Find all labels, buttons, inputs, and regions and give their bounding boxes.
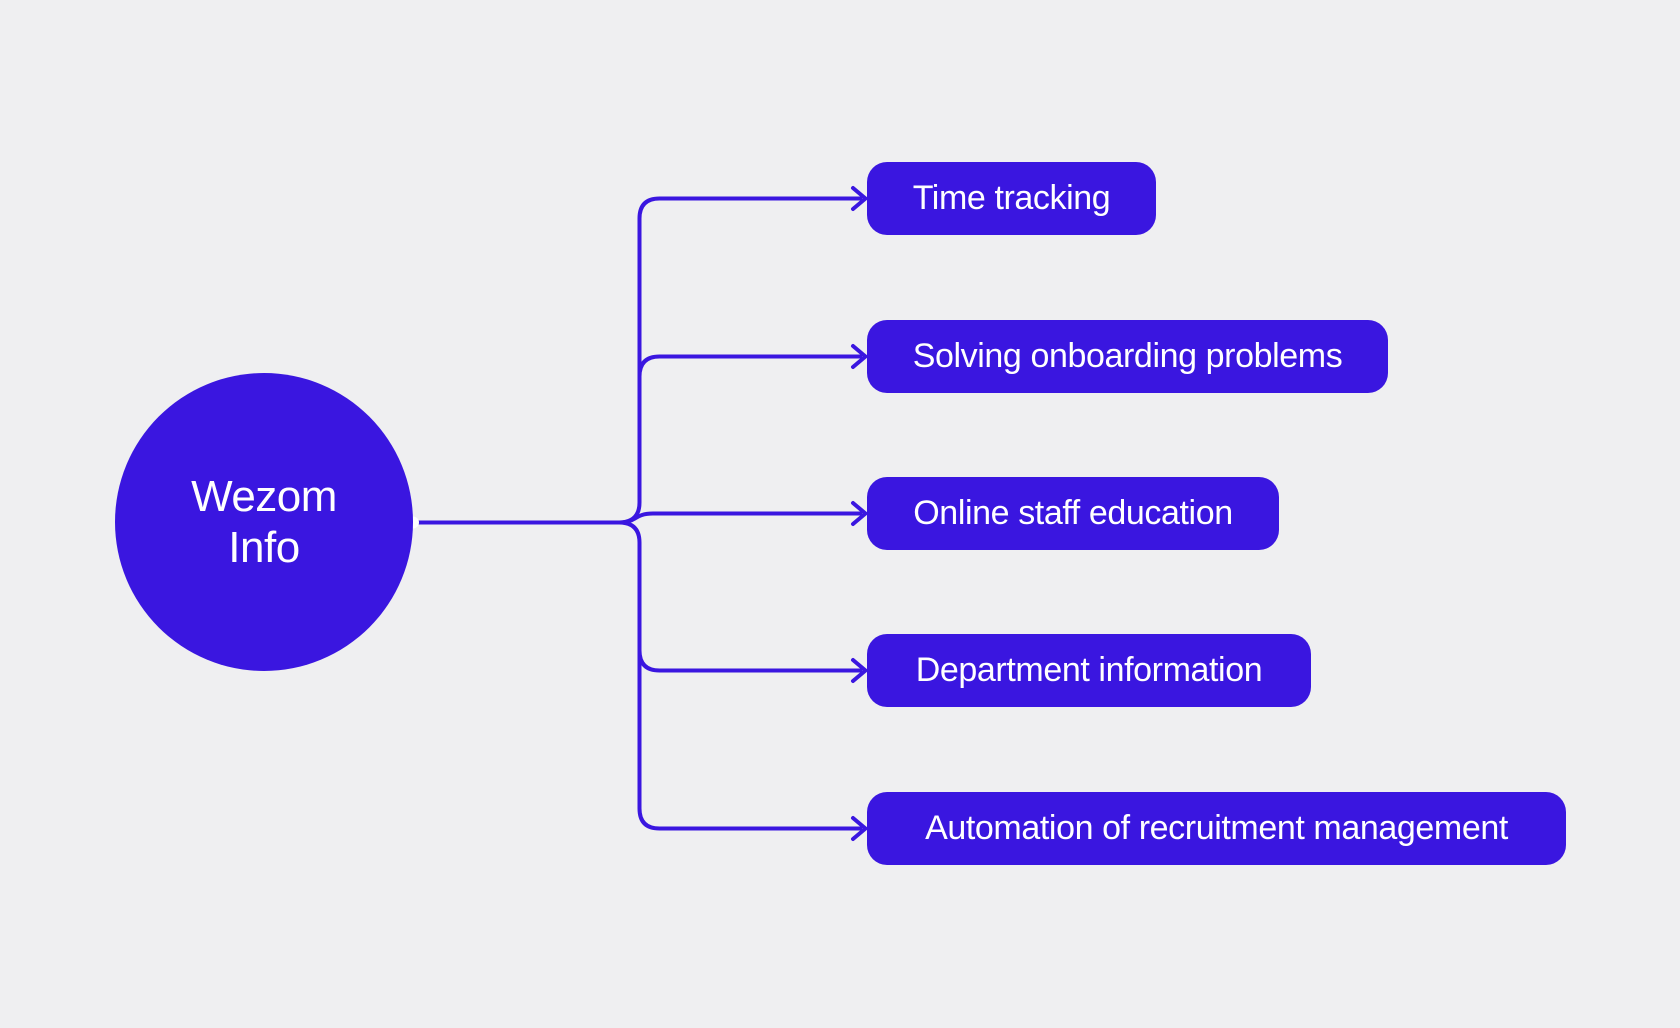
arrowhead-icon <box>851 186 868 211</box>
branch-node-label: Time tracking <box>912 179 1111 217</box>
branch-node-automation-of-recruitment-management[interactable]: Automation of recruitment management <box>867 792 1566 865</box>
branch-node-solving-onboarding-problems[interactable]: Solving onboarding problems <box>867 320 1388 393</box>
branch-node-label: Automation of recruitment management <box>925 809 1508 847</box>
branch-node-label: Online staff education <box>913 494 1233 532</box>
connector-branch-3 <box>619 511 862 525</box>
connector-branch-1 <box>618 196 862 525</box>
connector-branch-2 <box>637 354 862 377</box>
arrowhead-icon <box>851 658 868 683</box>
arrowhead-icon <box>851 344 868 369</box>
arrowhead-icon <box>851 501 868 526</box>
branch-node-label: Department information <box>915 651 1263 689</box>
branch-node-department-information[interactable]: Department information <box>867 634 1311 707</box>
root-node-label: Wezom Info <box>191 472 337 572</box>
branch-node-time-tracking[interactable]: Time tracking <box>867 162 1156 235</box>
branch-node-online-staff-education[interactable]: Online staff education <box>867 477 1279 550</box>
connector-branch-4 <box>637 650 862 673</box>
branch-node-label: Solving onboarding problems <box>912 337 1343 375</box>
root-node-wezom-info[interactable]: Wezom Info <box>115 373 413 671</box>
connector-branch-5 <box>618 520 862 831</box>
arrowhead-icon <box>851 816 868 841</box>
